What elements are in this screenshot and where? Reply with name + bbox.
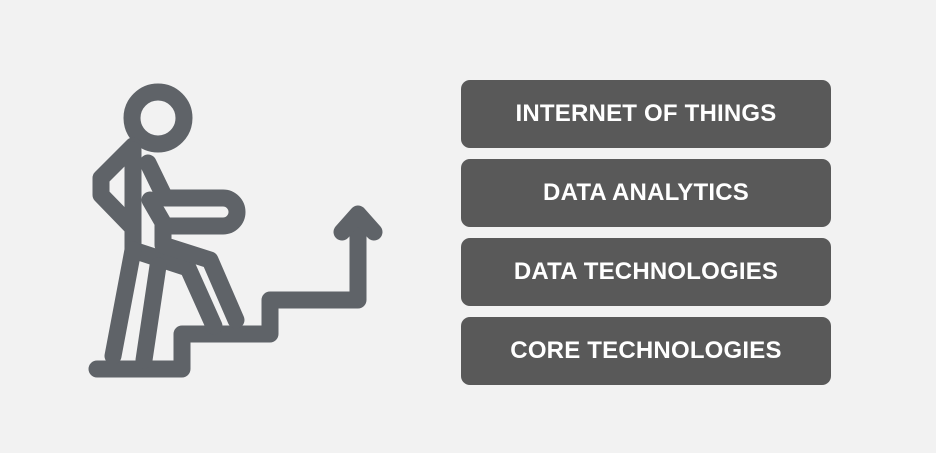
front-arm (139, 154, 246, 235)
item-data-technologies: DATA TECHNOLOGIES (461, 238, 831, 306)
head-icon (123, 83, 193, 153)
back-leg (104, 241, 142, 365)
back-arm (92, 137, 142, 237)
arrowhead (333, 205, 383, 241)
front-leg (154, 217, 245, 329)
item-label: CORE TECHNOLOGIES (510, 337, 782, 364)
item-label: DATA TECHNOLOGIES (513, 258, 779, 285)
person-climbing-stairs-icon (88, 83, 383, 378)
stairs-arrow (88, 208, 367, 378)
item-internet-of-things: INTERNET OF THINGS (461, 80, 831, 148)
back-leg-inner (135, 257, 167, 369)
item-data-analytics: DATA ANALYTICS (461, 159, 831, 227)
item-label: DATA ANALYTICS (543, 179, 749, 206)
item-core-technologies: CORE TECHNOLOGIES (461, 317, 831, 385)
item-label: INTERNET OF THINGS (515, 100, 777, 127)
